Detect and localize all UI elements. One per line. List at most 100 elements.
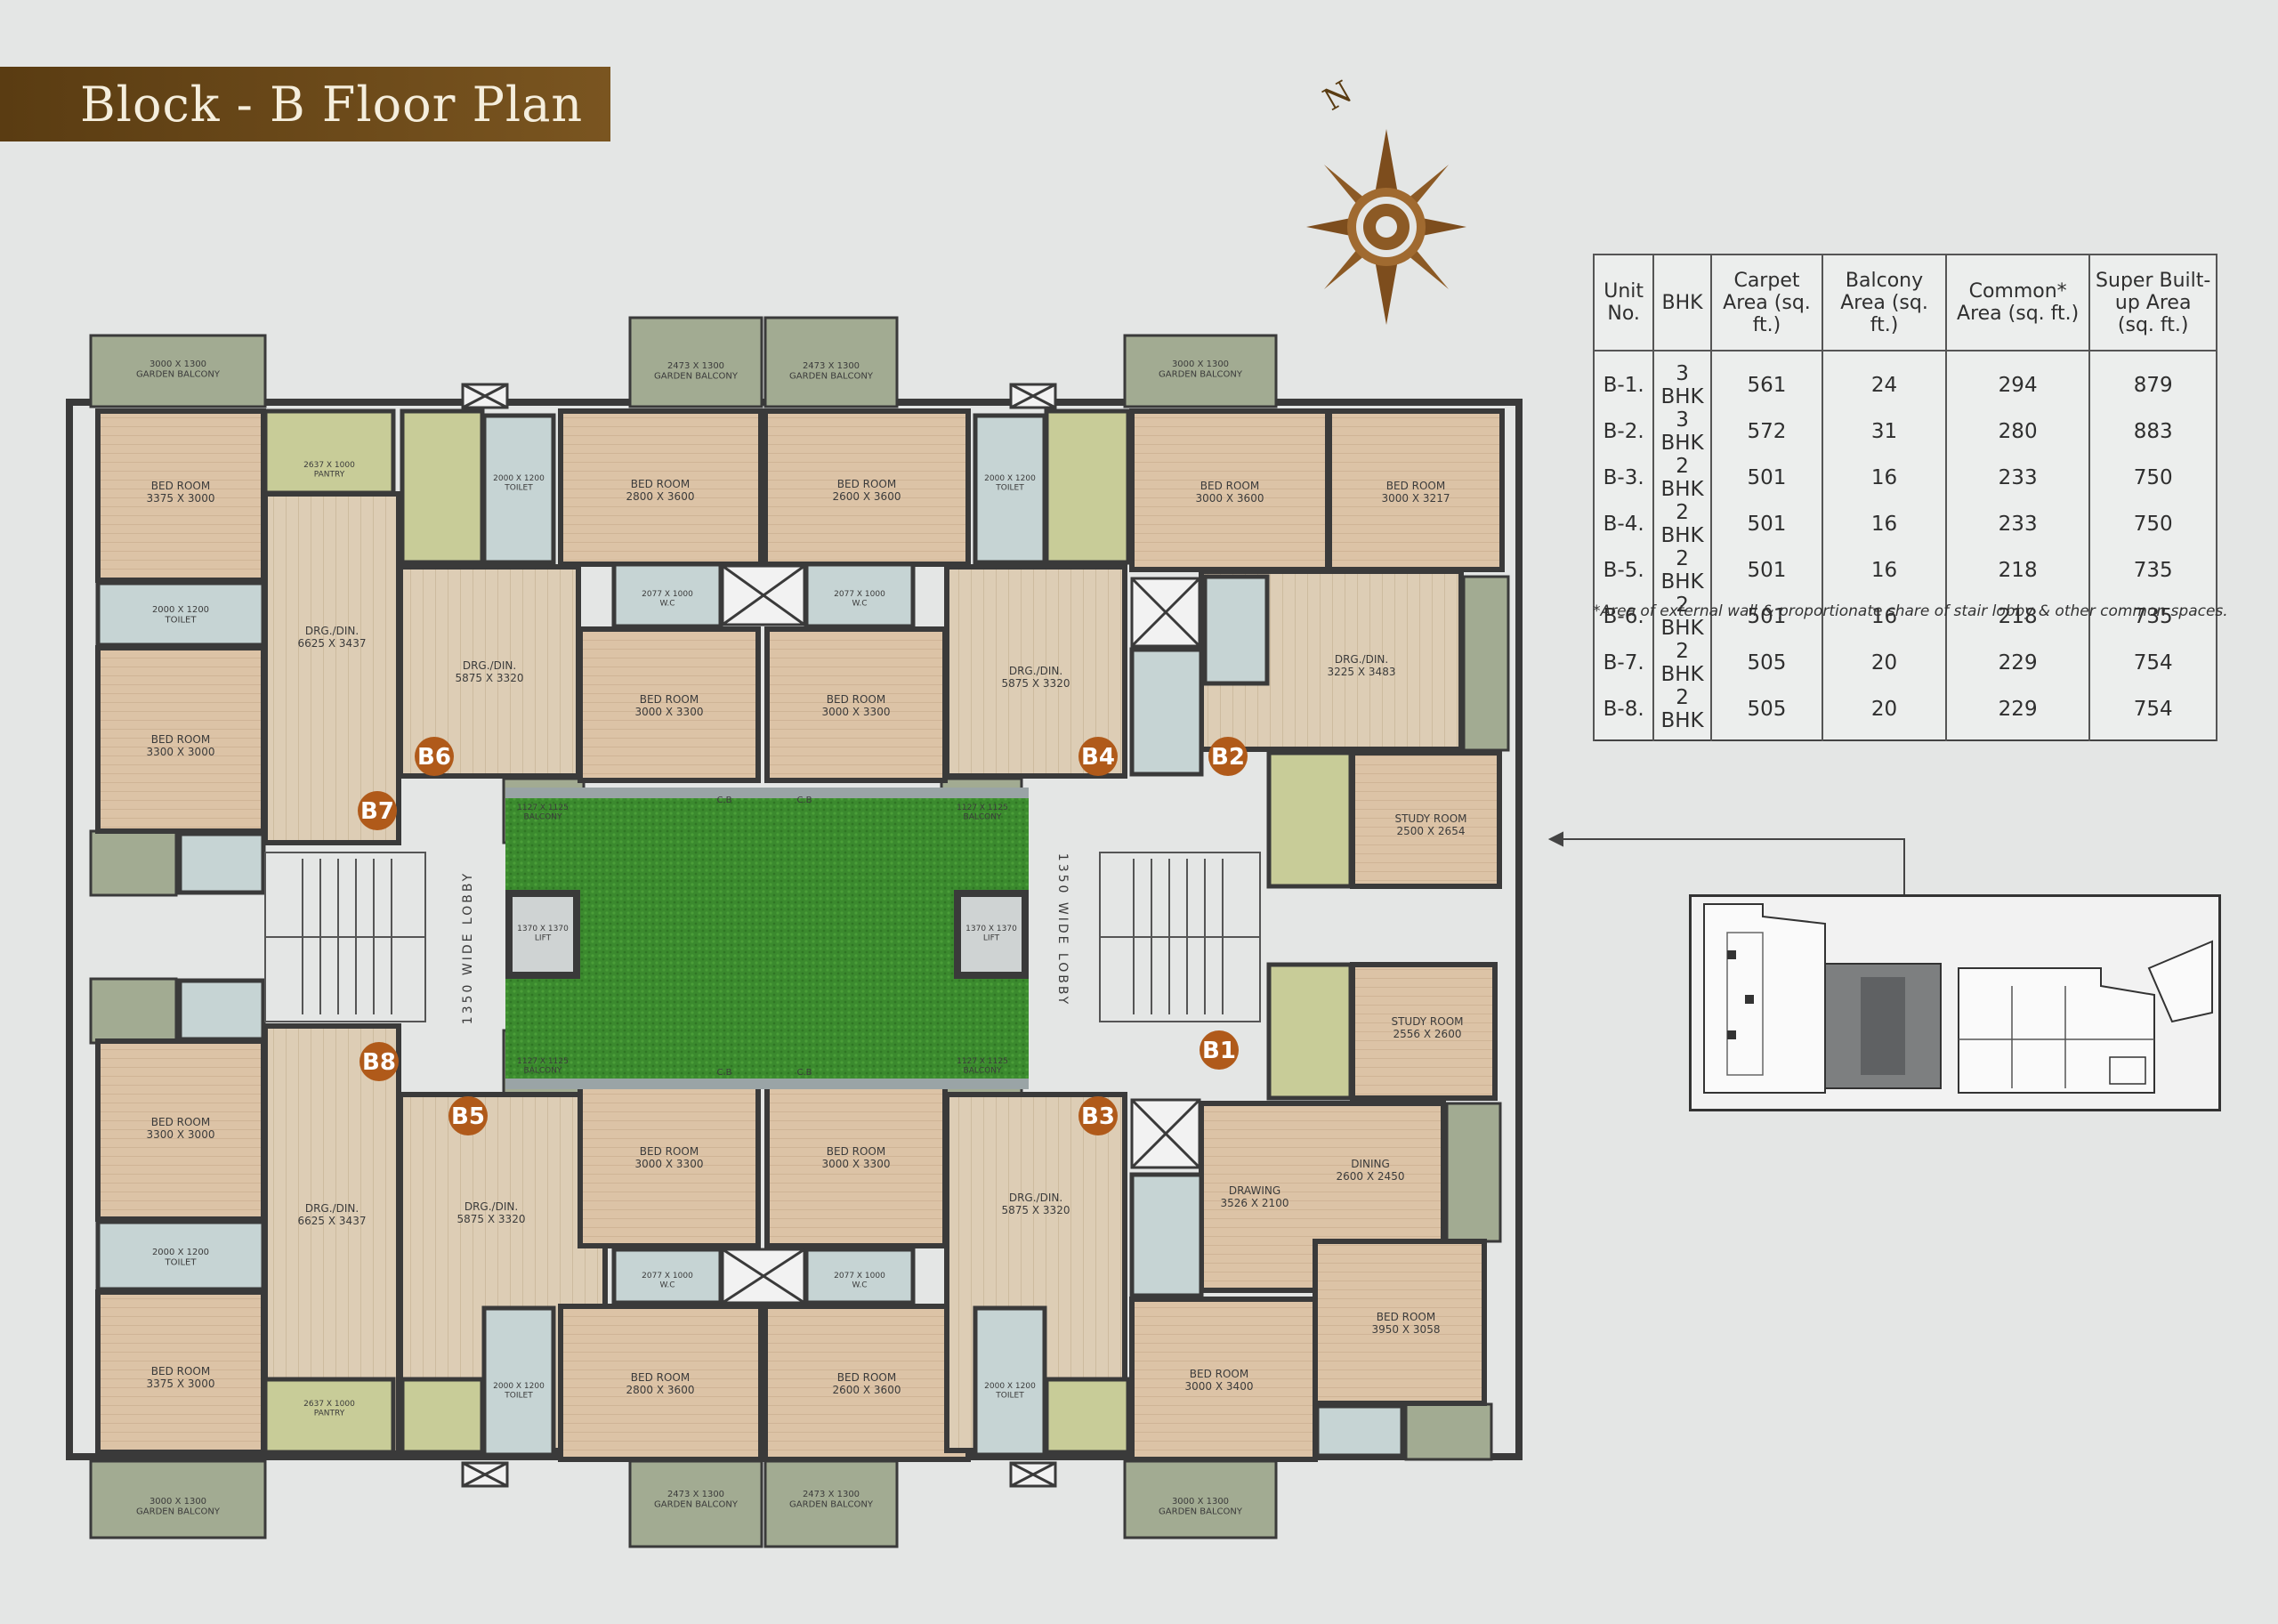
room-label: DRG./DIN.6625 X 3437 — [298, 625, 367, 650]
table-header-row: Unit No. BHK Carpet Area (sq. ft.) Balco… — [1592, 254, 2217, 351]
unit-badge-b2 — [1208, 737, 1248, 776]
unit-badge-b7 — [358, 791, 397, 830]
table-cell: 2 BHK — [1652, 455, 1712, 501]
table-cell: 233 — [1944, 501, 2091, 547]
column-header: BHK — [1652, 254, 1712, 351]
table-cell: 2 BHK — [1652, 640, 1712, 686]
table-cell: 229 — [1944, 686, 2091, 740]
table-cell: 31 — [1822, 408, 1947, 455]
table-cell: 280 — [1944, 408, 2091, 455]
column-header: Balcony Area (sq. ft.) — [1822, 254, 1947, 351]
table-cell: 754 — [2088, 686, 2217, 740]
room-label: DRG./DIN.5875 X 3320 — [457, 1200, 526, 1225]
table-cell: 501 — [1709, 547, 1824, 594]
table-cell: 750 — [2088, 455, 2217, 501]
table-cell: 16 — [1822, 547, 1947, 594]
table-cell: 572 — [1709, 408, 1824, 455]
lobby-label-left: 1350 WIDE LOBBY — [461, 871, 475, 1024]
room-label: DRG./DIN.5875 X 3320 — [1002, 1192, 1070, 1216]
unit-label: B5 — [451, 1103, 485, 1130]
room-label: DRG./DIN.3225 X 3483 — [1328, 653, 1396, 678]
table-cell: B-1. — [1592, 351, 1655, 408]
room-label: C.B — [796, 1068, 812, 1078]
table-cell: 218 — [1944, 594, 2091, 640]
room-label: C.B — [796, 796, 812, 805]
table-cell: 3 BHK — [1652, 351, 1712, 408]
table-cell: 20 — [1822, 686, 1947, 740]
table-cell: 16 — [1822, 594, 1947, 640]
table-cell: B-8. — [1592, 686, 1655, 740]
table-cell: 16 — [1822, 501, 1947, 547]
table-cell: 883 — [2088, 408, 2217, 455]
table-cell: 20 — [1822, 640, 1947, 686]
unit-badge-b3 — [1078, 1096, 1118, 1135]
table-cell: B-4. — [1592, 501, 1655, 547]
table-cell: B-2. — [1592, 408, 1655, 455]
table-cell: 505 — [1709, 640, 1824, 686]
table-cell: 501 — [1709, 594, 1824, 640]
pantries — [263, 408, 1353, 1455]
unit-badge-b1 — [1200, 1030, 1239, 1070]
room-label: C.B — [716, 1068, 731, 1078]
unit-label: B3 — [1081, 1103, 1115, 1130]
compass-north-label: N — [1318, 74, 1359, 118]
unit-label: B2 — [1211, 744, 1245, 771]
table-cell: 294 — [1944, 351, 2091, 408]
unit-badge-b6 — [415, 737, 454, 776]
table-cell: 561 — [1709, 351, 1824, 408]
unit-badge-b8 — [359, 1042, 399, 1081]
table-cell: 2 BHK — [1652, 501, 1712, 547]
table-cell: 2 BHK — [1652, 547, 1712, 594]
unit-badges: B1 B2 B3 B4 B5 B6 B7 B8 — [358, 737, 1248, 1135]
lobby-label-right: 1350 WIDE LOBBY — [1055, 853, 1070, 1006]
unit-label: B1 — [1202, 1038, 1236, 1064]
table-cell: 735 — [2088, 594, 2217, 640]
column-header: Super Built-up Area (sq. ft.) — [2088, 254, 2217, 351]
room-label: DRG./DIN.5875 X 3320 — [1002, 665, 1070, 690]
table-cell: 218 — [1944, 547, 2091, 594]
area-statement-table: Unit No. BHK Carpet Area (sq. ft.) Balco… — [1592, 254, 2217, 741]
column-header: Unit No. — [1592, 254, 1655, 351]
table-cell: 16 — [1822, 455, 1947, 501]
table-cell: 501 — [1709, 501, 1824, 547]
table-cell: 735 — [2088, 547, 2217, 594]
unit-label: B8 — [362, 1049, 396, 1076]
rooms-wood — [95, 408, 1505, 1462]
unit-label: B7 — [360, 798, 394, 825]
